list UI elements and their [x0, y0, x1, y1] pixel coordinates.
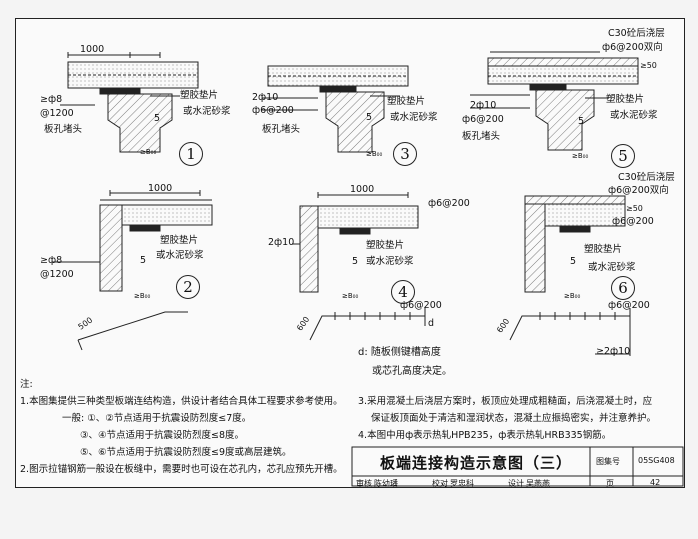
drawing-title: 板端连接构造示意图（三） — [380, 454, 573, 472]
d5-five: 5 — [578, 116, 585, 127]
d4-number: 4 — [391, 280, 415, 304]
d4-r3: ф6@200 — [400, 300, 442, 311]
designer-name: 吴燕燕 — [526, 479, 550, 488]
detail-5 — [470, 51, 639, 151]
check-label: 校对 — [432, 479, 448, 488]
d3-plug: 板孔堵头 — [262, 124, 301, 135]
d5-conc-2: ф6@200双向 — [602, 42, 663, 53]
d2-pad: 塑胶垫片 — [160, 235, 199, 246]
note-3a: 3.采用混凝土后浇层方案时，板顶应处理成粗糙面，后浇混凝土时，应 — [358, 396, 653, 407]
d2-mortar: 或水泥砂浆 — [156, 250, 204, 261]
title-block-frame — [351, 446, 684, 487]
d6-ge50: ≥50 — [626, 204, 643, 213]
detail-2 — [52, 190, 213, 351]
note-3b: 保证板顶面处于清洁和湿润状态，混凝土应振捣密实，并注意养护。 — [371, 413, 657, 424]
d6-conc-2: ф6@200双向 — [608, 185, 669, 196]
d4-r2: 2ф10 — [268, 237, 295, 248]
notes-heading: 注: — [20, 379, 33, 390]
d2-rebar-1: ≥ф8 — [40, 255, 63, 266]
d1-b: ≥B₀₀ — [140, 148, 157, 156]
detail-3 — [262, 65, 409, 153]
d2-b: ≥B₀₀ — [134, 292, 151, 300]
detail-6 — [509, 195, 631, 356]
d1-pad: 塑胶垫片 — [180, 90, 219, 101]
note-2: 2.图示拉锚钢筋一般设在板缝中，需要时也可设在芯孔内，芯孔应预先开槽。 — [20, 464, 343, 475]
d1-plug: 板孔堵头 — [44, 124, 83, 135]
note-1c: ⑤、⑥节点适用于抗震设防烈度≤9度或高层建筑。 — [80, 447, 292, 458]
d3-b: ≥B₀₀ — [366, 150, 383, 158]
d4-r1: ф6@200 — [428, 198, 470, 209]
detail-1 — [60, 52, 199, 153]
reviewer-name: 陈幼璠 — [374, 479, 398, 488]
d5-pad: 塑胶垫片 — [606, 94, 645, 105]
notes-right: 3.采用混凝土后浇层方案时，板顶应处理成粗糙面，后浇混凝土时，应 保证板顶面处于… — [358, 393, 656, 444]
d-note-line2: 或芯孔高度决定。 — [372, 366, 452, 377]
d5-conc-1: C30砼后浇层 — [608, 28, 665, 39]
d6-five: 5 — [570, 256, 577, 267]
atlas-label: 图集号 — [596, 457, 620, 466]
notes-left: 注: 1.本图集提供三种类型板端连结构造，供设计者结合具体工程要求参考使用。 一… — [20, 376, 343, 478]
d5-mortar: 或水泥砂浆 — [610, 110, 658, 121]
d5-plug: 板孔堵头 — [462, 131, 501, 142]
d3-number: 3 — [393, 142, 417, 166]
d3-rebar-1: 2ф10 — [252, 92, 279, 103]
d1-rebar-1: ≥ф8 — [40, 94, 63, 105]
d1-rebar-2: @1200 — [40, 108, 74, 119]
d2-dim: 1000 — [148, 183, 173, 194]
d1-dim: 1000 — [80, 44, 105, 55]
atlas-number: 05SG408 — [638, 456, 675, 465]
d6-r3: ≥2ф10 — [596, 346, 631, 357]
d2-five: 5 — [140, 255, 147, 266]
d6-conc-1: C30砼后浇层 — [618, 172, 675, 183]
d6-r1: ф6@200 — [612, 216, 654, 227]
detail-4 — [292, 192, 426, 341]
d4-five: 5 — [352, 256, 359, 267]
d3-five: 5 — [366, 112, 373, 123]
note-4: 4.本图中用ф表示热轧HPB235，ф表示热轧HRB335钢筋。 — [358, 430, 612, 441]
d6-number: 6 — [611, 276, 635, 300]
d6-b: ≥B₀₀ — [564, 292, 581, 300]
d4-dim: 1000 — [350, 184, 375, 195]
d6-r2: ф6@200 — [608, 300, 650, 311]
d5-rebar-2: ф6@200 — [462, 114, 504, 125]
page-number: 42 — [650, 478, 661, 487]
d6-pad: 塑胶垫片 — [584, 244, 623, 255]
d4-mortar: 或水泥砂浆 — [366, 256, 414, 267]
note-1: 1.本图集提供三种类型板端连结构造，供设计者结合具体工程要求参考使用。 — [20, 396, 343, 407]
d5-ge50: ≥50 — [640, 61, 657, 70]
d1-five: 5 — [154, 113, 161, 124]
d4-d: d — [428, 318, 435, 329]
note-1a: 一般: ①、②节点适用于抗震设防烈度≤7度。 — [62, 413, 252, 424]
d4-pad: 塑胶垫片 — [366, 240, 405, 251]
checker-name: 罗忠科 — [450, 479, 474, 488]
note-1b: ③、④节点适用于抗震设防烈度≤8度。 — [80, 430, 245, 441]
d2-number: 2 — [176, 275, 200, 299]
d3-rebar-2: ф6@200 — [252, 105, 294, 116]
design-label: 设计 — [508, 479, 524, 488]
d3-pad: 塑胶垫片 — [387, 96, 426, 107]
d2-rebar-2: @1200 — [40, 269, 74, 280]
review-label: 审核 — [356, 479, 372, 488]
d1-mortar: 或水泥砂浆 — [183, 106, 231, 117]
d4-b: ≥B₀₀ — [342, 292, 359, 300]
page-label: 页 — [606, 479, 614, 488]
d1-number: 1 — [179, 142, 203, 166]
d-note-line1: d: 随板侧键槽高度 — [358, 347, 441, 358]
d3-mortar: 或水泥砂浆 — [390, 112, 438, 123]
d6-mortar: 或水泥砂浆 — [588, 262, 636, 273]
d5-number: 5 — [611, 144, 635, 168]
d5-rebar-1: 2ф10 — [470, 100, 497, 111]
d5-b: ≥B₀₀ — [572, 152, 589, 160]
